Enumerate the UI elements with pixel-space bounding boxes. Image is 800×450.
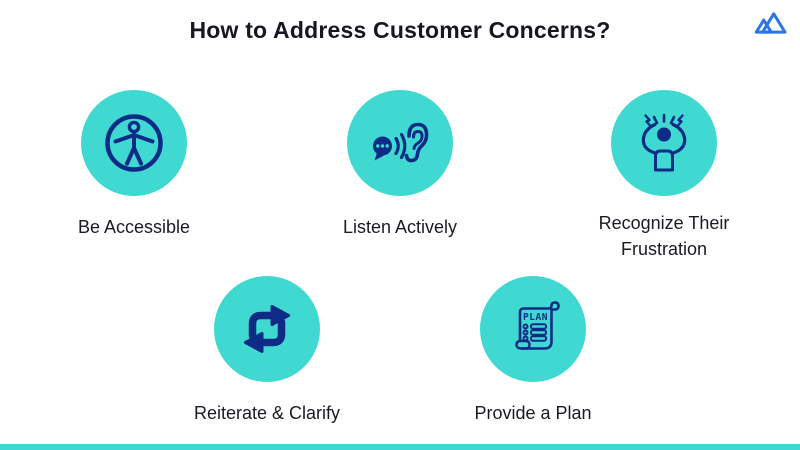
step-be-accessible: Be Accessible: [24, 90, 244, 240]
icon-circle: [347, 90, 453, 196]
accessibility-icon: [105, 114, 163, 172]
icon-circle: [611, 90, 717, 196]
step-reiterate-clarify: Reiterate & Clarify: [157, 276, 377, 426]
footer-accent-bar: [0, 444, 800, 450]
step-recognize-frustration: Recognize Their Frustration: [569, 90, 759, 262]
repeat-arrows-icon: [244, 305, 290, 353]
icon-circle: [214, 276, 320, 382]
step-listen-actively: Listen Actively: [290, 90, 510, 240]
step-label: Recognize Their Frustration: [598, 213, 730, 259]
mountain-logo-icon: [754, 12, 787, 34]
page-title: How to Address Customer Concerns?: [189, 17, 611, 43]
brand-mountain-logo: [753, 8, 787, 38]
icon-circle: PLAN: [480, 276, 586, 382]
listening-ear-icon: [373, 122, 429, 163]
step-label: Provide a Plan: [474, 403, 592, 423]
plan-text: PLAN: [523, 312, 548, 323]
step-provide-plan: PLAN Provide a Plan: [423, 276, 643, 426]
step-label: Be Accessible: [77, 217, 191, 237]
plan-scroll-icon: PLAN: [515, 301, 560, 350]
step-label: Reiterate & Clarify: [193, 403, 341, 423]
step-label: Listen Actively: [342, 217, 458, 237]
icon-circle: [81, 90, 187, 196]
frustrated-person-icon: [641, 113, 687, 172]
